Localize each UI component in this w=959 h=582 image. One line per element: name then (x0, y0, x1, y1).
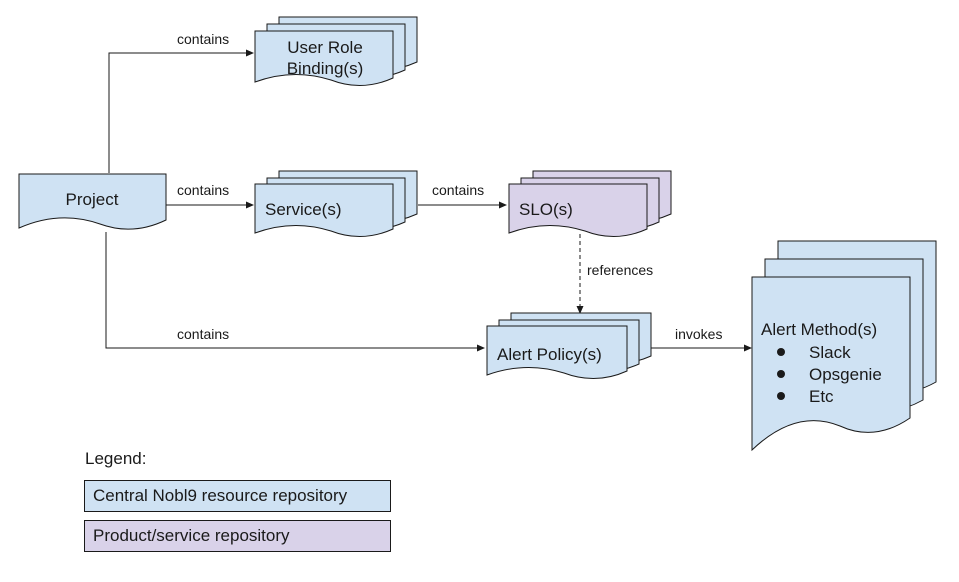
alert-method-item-etc: Etc (809, 387, 834, 406)
legend-item-central: Central Nobl9 resource repository (84, 480, 391, 512)
edge-label-references: references (587, 262, 653, 278)
service-label: Service(s) (265, 200, 342, 219)
edge-label-contains-service: contains (177, 182, 229, 198)
slo-label: SLO(s) (519, 200, 573, 219)
edge-label-contains-urb: contains (177, 31, 229, 47)
legend-item-product: Product/service repository (84, 520, 391, 552)
node-alert-policy: Alert Policy(s) (486, 312, 652, 380)
edge-label-contains-slo: contains (432, 182, 484, 198)
edge-label-contains-policy: contains (177, 326, 229, 342)
bullet-icon (777, 370, 785, 378)
bullet-icon (777, 392, 785, 400)
node-project: Project (18, 173, 167, 230)
node-service: Service(s) (254, 170, 418, 238)
edges (105, 49, 752, 352)
alert-method-item-opsgenie: Opsgenie (809, 365, 882, 384)
edge-project-to-alert-policy (105, 232, 485, 352)
node-slo: SLO(s) (508, 170, 672, 238)
legend-item-product-label: Product/service repository (93, 526, 290, 545)
alert-method-item-slack: Slack (809, 343, 851, 362)
edge-project-to-user-role-binding (108, 49, 254, 173)
node-alert-method: Alert Method(s) Slack Opsgenie Etc (751, 240, 937, 452)
node-user-role-binding: User Role Binding(s) (254, 16, 418, 87)
edge-label-invokes: invokes (675, 326, 722, 342)
legend-title: Legend: (85, 449, 147, 468)
user-role-binding-label-line2: Binding(s) (287, 59, 364, 78)
legend-item-central-label: Central Nobl9 resource repository (93, 486, 348, 505)
bullet-icon (777, 348, 785, 356)
alert-method-title: Alert Method(s) (761, 320, 877, 339)
user-role-binding-label-line1: User Role (287, 38, 363, 57)
project-label: Project (66, 190, 119, 209)
alert-policy-label: Alert Policy(s) (497, 345, 602, 364)
